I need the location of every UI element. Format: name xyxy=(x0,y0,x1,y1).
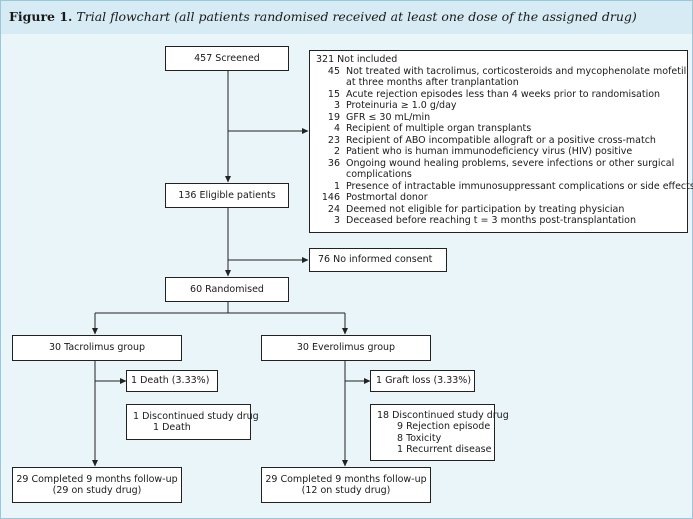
exclusion-reason-text: Proteinuria ≥ 1.0 g/day xyxy=(346,100,457,111)
exclusion-reason-count: 1 xyxy=(333,180,340,192)
everolimus-group-box: 30 Everolimus group xyxy=(261,335,431,361)
exclusion-reason-count xyxy=(316,77,346,89)
exclusion-reason-row: 1 Presence of intractable immunosuppressa… xyxy=(316,180,693,193)
everolimus-completed-detail: (12 on study drug) xyxy=(301,485,391,496)
eligible-label: 136 Eligible patients xyxy=(178,189,276,201)
exclusion-reason-text: at three months after tranplantation xyxy=(346,77,519,88)
exclusion-reason-count: 36 xyxy=(327,157,340,169)
exclusion-reason-text: Ongoing wound healing problems, severe i… xyxy=(346,157,675,169)
figure-header: Figure 1. Trial flowchart (all patients … xyxy=(1,1,692,34)
everolimus-discontinued-box: 18 Discontinued study drug 9 Rejection e… xyxy=(370,404,509,461)
everolimus-completed-box: 29 Completed 9 months follow-up (12 on s… xyxy=(261,467,431,503)
exclusion-reason-count: 3 xyxy=(333,215,340,226)
exclusion-reason-row: 4 Recipient of multiple organ transplants xyxy=(316,123,681,135)
everolimus-discontinued-label: 18 Discontinued study drug xyxy=(377,409,509,421)
tacrolimus-discontinued-reason: 1 Death xyxy=(153,422,191,433)
exclusion-reason-row: 45 Not treated with tacrolimus, corticost… xyxy=(316,65,686,78)
exclusion-reason-row: 24 Deemed not eligible for participation … xyxy=(316,204,681,216)
everolimus-event-label: 1 Graft loss (3.33%) xyxy=(376,375,472,387)
exclusion-reason-row: complications xyxy=(316,169,681,181)
exclusion-reason-text: complications xyxy=(346,169,412,180)
figure-label: Figure 1. xyxy=(9,9,73,24)
exclusion-reason-count: 2 xyxy=(333,146,340,157)
tacrolimus-discontinued-label: 1 Discontinued study drug xyxy=(133,410,259,422)
tacrolimus-group-box: 30 Tacrolimus group xyxy=(12,335,182,361)
everolimus-reason-toxicity: 8 Toxicity xyxy=(397,432,442,444)
exclusion-reason-text: Not treated with tacrolimus, corticoster… xyxy=(346,65,687,77)
exclusion-reason-count xyxy=(316,169,346,181)
everolimus-reason-recurrent: 1 Recurrent disease xyxy=(397,444,492,455)
exclusion-reason-text: Recipient of multiple organ transplants xyxy=(346,123,532,134)
exclusion-reason-row: 3 Proteinuria ≥ 1.0 g/day xyxy=(316,100,681,112)
not-included-box: 321 Not included 45 Not treated with tacr… xyxy=(309,50,693,233)
no-consent-box: 76 No informed consent xyxy=(309,248,447,272)
randomised-label: 60 Randomised xyxy=(190,283,264,295)
exclusion-reason-count: 4 xyxy=(333,123,340,134)
exclusion-reason-row: at three months after tranplantation xyxy=(316,77,681,89)
exclusion-reason-text: Postmortal donor xyxy=(346,192,428,203)
figure-title: Figure 1. Trial flowchart (all patients … xyxy=(9,9,637,24)
exclusion-reason-row: 15 Acute rejection episodes less than 4 w… xyxy=(316,89,681,101)
tacrolimus-discontinued-box: 1 Discontinued study drug 1 Death xyxy=(126,404,259,440)
screened-label: 457 Screened xyxy=(194,52,260,64)
exclusion-reason-row: 19 GFR ≤ 30 mL/min xyxy=(316,112,681,124)
exclusion-reason-text: Deceased before reaching t = 3 months po… xyxy=(346,215,637,226)
not-included-header: 321 Not included xyxy=(316,54,398,65)
eligible-box: 136 Eligible patients xyxy=(165,183,289,208)
tacrolimus-completed-detail: (29 on study drug) xyxy=(52,485,142,496)
exclusion-reason-count: 23 xyxy=(327,134,340,146)
exclusion-reason-row: 146 Postmortal donor xyxy=(316,192,681,204)
exclusion-reason-text: Acute rejection episodes less than 4 wee… xyxy=(346,88,661,100)
exclusion-reason-row: 3 Deceased before reaching t = 3 months p… xyxy=(316,215,681,227)
tacrolimus-completed-label: 29 Completed 9 months follow-up xyxy=(16,473,178,485)
tacrolimus-group-label: 30 Tacrolimus group xyxy=(48,342,145,354)
everolimus-event-box: 1 Graft loss (3.33%) xyxy=(370,370,475,392)
figure-caption: Trial flowchart (all patients randomised… xyxy=(76,9,637,24)
exclusion-reason-row: 23 Recipient of ABO incompatible allograf… xyxy=(316,135,681,147)
exclusion-reason-count: 15 xyxy=(327,88,340,100)
randomised-box: 60 Randomised xyxy=(165,277,289,302)
tacrolimus-completed-box: 29 Completed 9 months follow-up (29 on s… xyxy=(12,467,182,503)
exclusion-reason-count: 146 xyxy=(321,192,340,203)
exclusion-reason-text: Presence of intractable immunosuppressan… xyxy=(346,180,693,192)
tacrolimus-event-box: 1 Death (3.33%) xyxy=(126,370,218,392)
exclusion-reason-text: Recipient of ABO incompatible allograft … xyxy=(346,134,656,146)
exclusion-reason-count: 19 xyxy=(327,111,340,123)
exclusion-reason-text: Patient who is human immunodeficiency vi… xyxy=(346,146,633,157)
exclusion-reason-count: 24 xyxy=(327,203,340,215)
everolimus-reason-rejection: 9 Rejection episode xyxy=(397,421,491,432)
no-consent-label: 76 No informed consent xyxy=(318,254,433,266)
everolimus-completed-label: 29 Completed 9 months follow-up xyxy=(265,473,427,485)
everolimus-group-label: 30 Everolimus group xyxy=(296,342,396,354)
exclusion-reason-count: 45 xyxy=(327,65,340,77)
screened-box: 457 Screened xyxy=(165,46,289,71)
exclusion-reason-row: 2 Patient who is human immunodeficiency v… xyxy=(316,146,681,158)
exclusion-reason-count: 3 xyxy=(333,100,340,111)
tacrolimus-event-label: 1 Death (3.33%) xyxy=(131,375,210,387)
exclusion-reason-row: 36 Ongoing wound healing problems, severe… xyxy=(316,158,681,170)
exclusion-reason-text: Deemed not eligible for participation by… xyxy=(346,203,625,215)
exclusion-reason-text: GFR ≤ 30 mL/min xyxy=(346,111,431,123)
